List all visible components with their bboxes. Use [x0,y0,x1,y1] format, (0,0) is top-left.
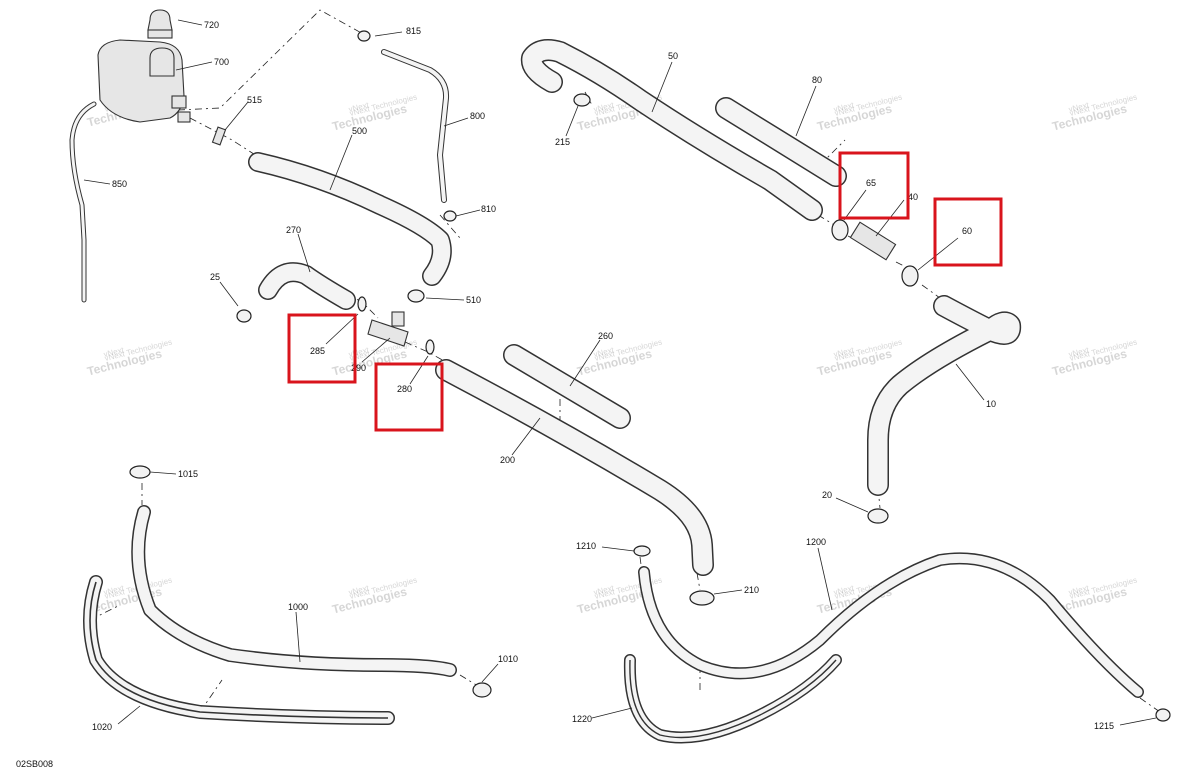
part-label-850: 850 [112,179,127,189]
part-label-40: 40 [908,192,918,202]
part-label-1015: 1015 [178,469,198,479]
clamp-25 [236,309,252,323]
watermarks: vNext Technologies vNext Technologies vN… [86,89,1138,617]
part-label-1200: 1200 [806,537,826,547]
diagram-code: 02SB008 [16,759,53,769]
clamp-1210 [633,545,651,557]
part-label-50: 50 [668,51,678,61]
part-label-810: 810 [481,204,496,214]
watermark: vNext Technologies vNext Technologies [576,338,663,379]
clamp-280 [425,339,435,355]
leader-lines [83,19,1157,726]
part-label-20: 20 [822,490,832,500]
part-label-80: 80 [812,75,822,85]
part-label-1020: 1020 [92,722,112,732]
part-label-60: 60 [962,226,972,236]
clamp-215 [573,93,591,107]
part-label-1000: 1000 [288,602,308,612]
watermark: vNext Technologies vNext Technologies [816,338,903,379]
clamp-65 [831,219,849,241]
part-label-280: 280 [397,384,412,394]
clamp-1215 [1155,708,1171,722]
part-labels: 720 815 700 515 500 800 850 810 270 25 5… [16,20,1114,769]
watermark: vNext Technologies vNext Technologies [816,93,903,134]
connector-40 [849,221,897,261]
highlight-box-65 [838,151,910,220]
clamp-510 [407,289,425,303]
part-label-215: 215 [555,137,570,147]
clamp-285 [357,296,367,312]
clamp-815 [357,30,371,42]
highlight-box-285 [287,313,357,384]
part-label-1210: 1210 [576,541,596,551]
clamps [129,30,1171,722]
hoses [69,39,1144,744]
clamp-1015 [129,465,151,479]
part-label-515: 515 [247,95,262,105]
clamp-1010 [472,682,492,698]
clamp-810 [443,210,457,222]
watermark: vNext Technologies vNext Technologies [1051,93,1138,134]
part-label-1220: 1220 [572,714,592,724]
part-label-10: 10 [986,399,996,409]
part-label-260: 260 [598,331,613,341]
part-label-815: 815 [406,26,421,36]
part-label-285: 285 [310,346,325,356]
part-label-290: 290 [351,363,366,373]
part-label-800: 800 [470,111,485,121]
part-label-200: 200 [500,455,515,465]
highlight-box-60 [933,197,1003,267]
part-label-210: 210 [744,585,759,595]
part-label-700: 700 [214,57,229,67]
highlight-box-280 [374,362,444,432]
part-label-270: 270 [286,225,301,235]
part-label-65: 65 [866,178,876,188]
highlight-boxes [287,151,1003,432]
clamp-20 [867,508,889,524]
part-label-1010: 1010 [498,654,518,664]
watermark: vNext Technologies vNext Technologies [331,93,418,134]
part-label-510: 510 [466,295,481,305]
part-label-1215: 1215 [1094,721,1114,731]
part-label-720: 720 [204,20,219,30]
watermark: vNext Technologies vNext Technologies [1051,338,1138,379]
clamp-60 [901,265,919,287]
part-label-25: 25 [210,272,220,282]
watermark: vNext Technologies vNext Technologies [331,576,418,617]
watermark: vNext Technologies vNext Technologies [86,338,173,379]
components [97,9,409,347]
part-label-500: 500 [352,126,367,136]
clamp-210 [689,590,715,606]
